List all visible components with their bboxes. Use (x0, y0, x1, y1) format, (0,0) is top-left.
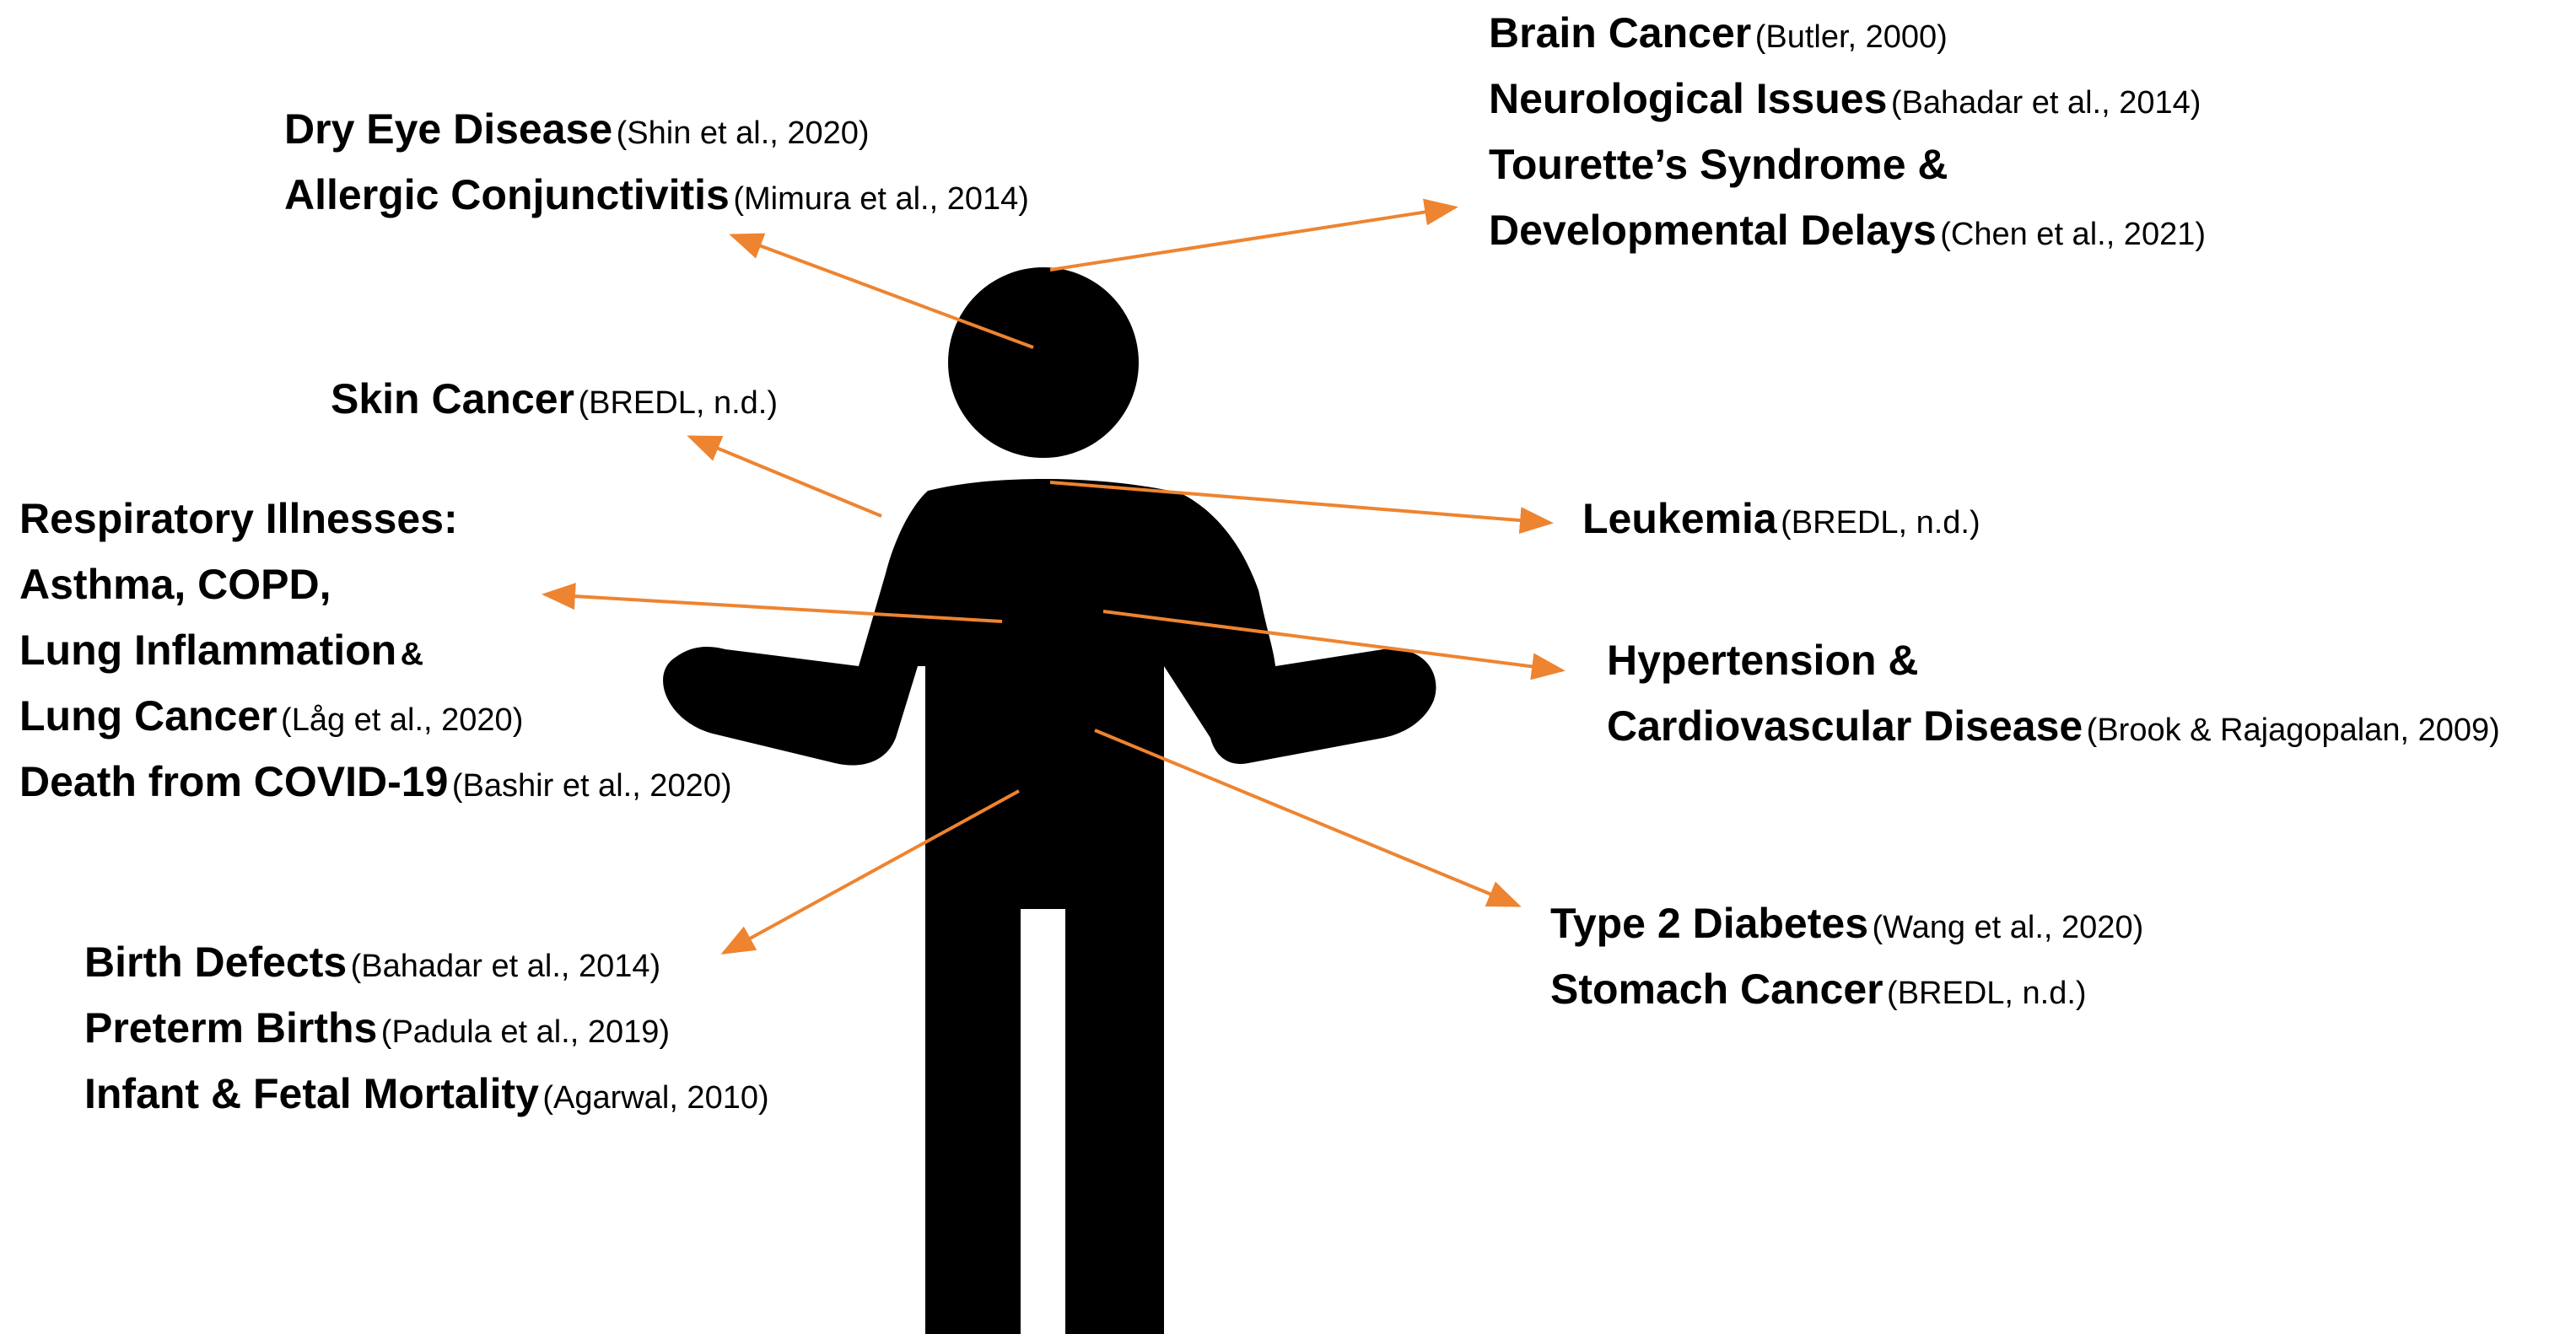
label-line: Asthma, COPD, (19, 551, 732, 617)
citation: (Låg et al., 2020) (281, 702, 524, 738)
disease-title: Type 2 Diabetes (1550, 900, 1869, 947)
citation: (Padula et al., 2019) (380, 1014, 671, 1050)
label-eye-diseases: Dry Eye Disease (Shin et al., 2020) Alle… (284, 96, 1029, 228)
arrow-to-cardiovascular-disease (1102, 610, 1566, 680)
disease-title: Stomach Cancer (1550, 966, 1883, 1013)
arrow-to-birth-outcomes (720, 789, 1020, 955)
disease-title: Cardiovascular Disease (1607, 702, 2083, 750)
label-line: Neurological Issues (Bahadar et al., 201… (1489, 66, 2206, 132)
label-diabetes-stomach: Type 2 Diabetes (Wang et al., 2020) Stom… (1550, 890, 2143, 1022)
person-right-arm (1164, 590, 1436, 764)
citation: (BREDL, n.d.) (1781, 505, 1981, 541)
label-line: Skin Cancer (BREDL, n.d.) (331, 366, 778, 432)
citation: (Wang et al., 2020) (1872, 910, 2144, 945)
label-line: Stomach Cancer (BREDL, n.d.) (1550, 956, 2143, 1022)
disease-title: Brain Cancer (1489, 9, 1752, 56)
citation: (BREDL, n.d.) (1887, 976, 2087, 1011)
disease-title: Neurological Issues (1489, 75, 1888, 122)
label-leukemia: Leukemia (BREDL, n.d.) (1582, 486, 1981, 551)
arrows (542, 198, 1566, 955)
label-line: Developmental Delays (Chen et al., 2021) (1489, 197, 2206, 263)
arrow-to-brain-diseases (1049, 198, 1458, 272)
disease-title: Lung Inflammation (19, 627, 397, 674)
label-line: Brain Cancer (Butler, 2000) (1489, 0, 2206, 66)
ampersand: & (400, 637, 424, 672)
disease-title: Skin Cancer (331, 375, 575, 422)
arrow-to-leukemia (1049, 481, 1554, 535)
disease-title: Hypertension & (1607, 637, 1919, 684)
arrow-to-skin-cancer (687, 435, 882, 518)
label-line: Infant & Fetal Mortality (Agarwal, 2010) (84, 1061, 769, 1127)
label-birth-outcomes: Birth Defects (Bahadar et al., 2014) Pre… (84, 929, 769, 1127)
label-line: Dry Eye Disease (Shin et al., 2020) (284, 96, 1029, 162)
citation: (Shin et al., 2020) (616, 116, 870, 151)
label-respiratory-illnesses: Respiratory Illnesses: Asthma, COPD, Lun… (19, 486, 732, 815)
label-line: Tourette’s Syndrome & (1489, 132, 2206, 197)
label-brain-diseases: Brain Cancer (Butler, 2000) Neurological… (1489, 0, 2206, 263)
label-line: Death from COVID-19 (Bashir et al., 2020… (19, 749, 732, 815)
arrow-to-respiratory-illnesses (542, 583, 1003, 623)
label-skin-cancer: Skin Cancer (BREDL, n.d.) (331, 366, 778, 432)
label-line: Leukemia (BREDL, n.d.) (1582, 486, 1981, 551)
disease-title: Death from COVID-19 (19, 758, 449, 805)
arrow-to-eye-diseases (729, 233, 1034, 349)
disease-title: Lung Cancer (19, 692, 278, 740)
disease-title: Birth Defects (84, 939, 348, 986)
citation: (Chen et al., 2021) (1940, 217, 2206, 252)
label-line: Respiratory Illnesses: (19, 486, 732, 551)
label-line: Cardiovascular Disease (Brook & Rajagopa… (1607, 693, 2500, 759)
person-body (663, 479, 1275, 1334)
label-cardiovascular: Hypertension & Cardiovascular Disease (B… (1607, 627, 2500, 759)
citation: (Agarwal, 2010) (542, 1080, 769, 1116)
label-line: Lung Inflammation & (19, 617, 732, 683)
arrow-to-diabetes-stomach (1094, 729, 1522, 907)
disease-title: Respiratory Illnesses: (19, 495, 458, 542)
citation: (Bahadar et al., 2014) (1890, 85, 2201, 121)
citation: (BREDL, n.d.) (578, 385, 778, 421)
disease-title: Leukemia (1582, 495, 1777, 542)
label-line: Preterm Births (Padula et al., 2019) (84, 995, 769, 1061)
disease-title: Preterm Births (84, 1004, 378, 1052)
label-line: Allergic Conjunctivitis (Mimura et al., … (284, 162, 1029, 228)
disease-title: Tourette’s Syndrome & (1489, 141, 1948, 188)
person-figure (663, 267, 1436, 1334)
label-line: Lung Cancer (Låg et al., 2020) (19, 683, 732, 749)
disease-title: Developmental Delays (1489, 207, 1937, 254)
label-line: Birth Defects (Bahadar et al., 2014) (84, 929, 769, 995)
citation: (Bahadar et al., 2014) (350, 949, 661, 984)
disease-title: Infant & Fetal Mortality (84, 1070, 539, 1117)
citation: (Bashir et al., 2020) (451, 768, 732, 804)
citation: (Butler, 2000) (1754, 19, 1948, 55)
disease-title: Dry Eye Disease (284, 105, 613, 153)
label-line: Hypertension & (1607, 627, 2500, 693)
citation: (Brook & Rajagopalan, 2009) (2086, 713, 2500, 748)
person-head (948, 267, 1139, 458)
disease-title: Asthma, COPD, (19, 561, 331, 608)
label-line: Type 2 Diabetes (Wang et al., 2020) (1550, 890, 2143, 956)
citation: (Mimura et al., 2014) (733, 181, 1029, 217)
disease-title: Allergic Conjunctivitis (284, 171, 730, 218)
